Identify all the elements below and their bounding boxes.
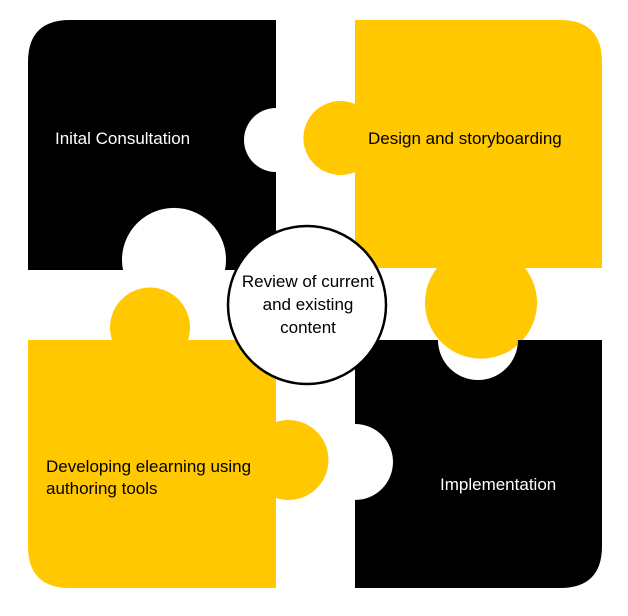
- center-label: Review of current and existing content: [241, 272, 375, 337]
- label-design-storyboarding: Design and storyboarding: [368, 129, 562, 148]
- label-developing-elearning: Developing elearning using authoring too…: [46, 457, 252, 498]
- puzzle-piece-bottom-right: [355, 340, 602, 588]
- center-circle: [226, 224, 388, 386]
- puzzle-piece-top-left: [28, 20, 276, 270]
- label-initial-consultation: Inital Consultation: [55, 129, 191, 148]
- puzzle-piece-top-right: [303, 20, 602, 359]
- label-implementation: Implementation: [440, 475, 557, 494]
